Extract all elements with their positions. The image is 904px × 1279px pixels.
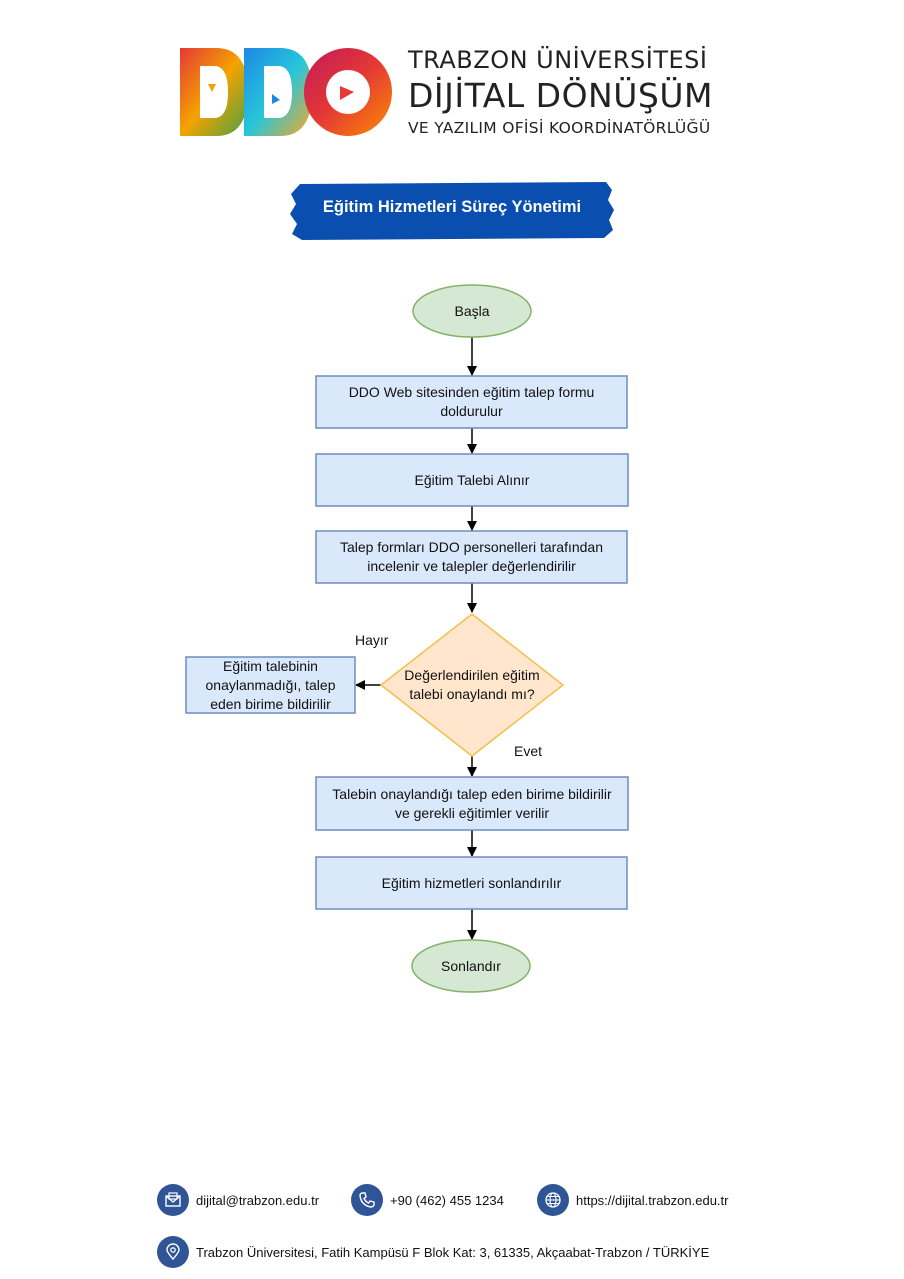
step4-shape: [315, 776, 629, 831]
email-icon: [157, 1184, 189, 1216]
footer-website-text: https://dijital.trabzon.edu.tr: [576, 1192, 729, 1208]
footer-email-text: dijital@trabzon.edu.tr: [196, 1192, 320, 1208]
start-node: Başla: [454, 302, 490, 319]
yes-label: Evet: [514, 743, 543, 759]
rejected-shape: [185, 656, 356, 714]
footer-phone[interactable]: +90 (462) 455 1234: [351, 1184, 504, 1216]
footer-email[interactable]: dijital@trabzon.edu.tr: [157, 1184, 319, 1216]
rejected-node: Eğitim talebinin onaylanmadığı, talep ed…: [205, 657, 336, 712]
decision-shape: [379, 613, 565, 757]
phone-icon: [351, 1184, 383, 1216]
page-title: Eğitim Hizmetleri Süreç Yönetimi: [322, 198, 582, 216]
no-label: Hayır: [355, 632, 389, 648]
footer-website[interactable]: https://dijital.trabzon.edu.tr: [537, 1184, 728, 1216]
step3-node: Talep formları DDO personelleri tarafınd…: [339, 539, 603, 574]
step5-node: Eğitim hizmetleri sonlandırılır: [381, 874, 562, 891]
step2-node: Eğitim Talebi Alınır: [414, 471, 530, 488]
start-node-shape: [412, 284, 532, 338]
step1-node: DDO Web sitesinden eğitim talep formu do…: [348, 384, 595, 419]
university-line1: TRABZON ÜNİVERSİTESİ: [408, 46, 708, 74]
ddo-logo: [180, 48, 392, 136]
step3-shape: [315, 530, 628, 584]
step4-node: Talebin onaylandığı talep eden birime bi…: [332, 785, 612, 821]
header: TRABZON ÜNİVERSİTESİ DİJİTAL DÖNÜŞÜM VE …: [178, 42, 738, 147]
footer-address: Trabzon Üniversitesi, Fatih Kampüsü F Bl…: [157, 1236, 709, 1268]
step1-shape: [315, 375, 628, 429]
step2-shape: [315, 453, 629, 507]
end-node-shape: [411, 939, 531, 993]
end-node: Sonlandır: [441, 957, 501, 974]
university-line2: DİJİTAL DÖNÜŞÜM: [408, 76, 713, 115]
decision-node: Değerlendirilen eğitim talebi onaylandı …: [404, 667, 540, 702]
title-banner: [290, 182, 614, 240]
footer-phone-text: +90 (462) 455 1234: [390, 1192, 504, 1208]
footer-address-text: Trabzon Üniversitesi, Fatih Kampüsü F Bl…: [196, 1244, 710, 1260]
location-icon: [157, 1236, 189, 1268]
step5-shape: [315, 856, 628, 910]
globe-icon: [537, 1184, 569, 1216]
university-line3: VE YAZILIM OFİSİ KOORDİNATÖRLÜĞÜ: [408, 119, 711, 137]
university-name: TRABZON ÜNİVERSİTESİ DİJİTAL DÖNÜŞÜM VE …: [408, 46, 713, 137]
